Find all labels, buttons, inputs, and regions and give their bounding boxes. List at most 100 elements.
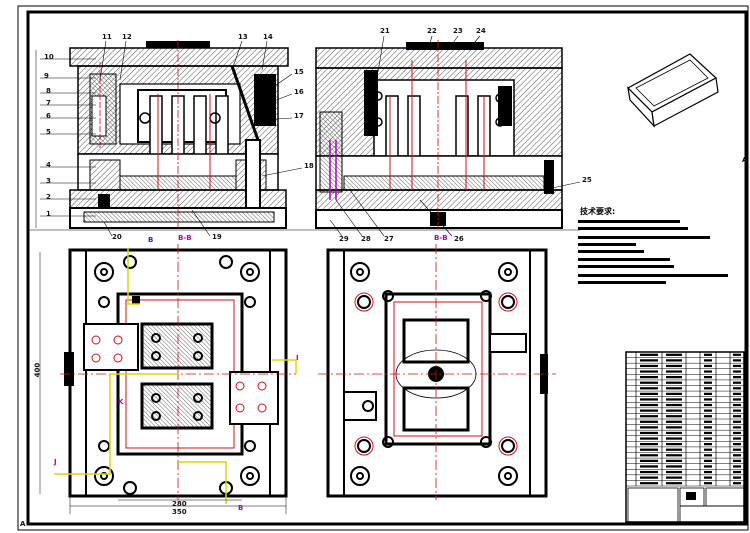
balloon-16: 16 xyxy=(294,88,304,96)
parts-list-cell-text xyxy=(640,476,658,479)
parts-list-cell-text xyxy=(640,364,658,368)
parts-list-cell-text xyxy=(666,370,682,373)
parts-list-cell-text xyxy=(640,376,658,379)
parts-list-cell-text xyxy=(666,454,682,457)
parts-list-cell-text xyxy=(640,482,658,485)
balloon-4: 4 xyxy=(46,161,51,169)
parts-list-cell-text xyxy=(704,381,712,384)
balloon-21: 21 xyxy=(380,27,390,35)
parts-list-cell-text xyxy=(704,387,712,390)
balloon-6: 6 xyxy=(46,112,51,120)
parts-list-cell-text xyxy=(704,392,712,395)
parts-list-cell-text xyxy=(666,403,682,407)
balloon-1: 1 xyxy=(46,210,51,218)
parts-list-cell-text xyxy=(704,459,712,462)
balloon-20: 20 xyxy=(112,233,122,241)
marker-i: I xyxy=(296,354,299,362)
parts-list-cell-text xyxy=(704,420,712,423)
parts-list-cell-text xyxy=(733,426,741,429)
parts-list-cell-text xyxy=(704,465,712,468)
balloon-23: 23 xyxy=(453,27,463,35)
inner-frame xyxy=(26,10,748,526)
balloon-8: 8 xyxy=(46,87,51,95)
parts-list-cell-text xyxy=(666,415,682,418)
parts-list-cell-text xyxy=(640,359,658,362)
title-block-cell xyxy=(627,487,679,523)
balloon-11: 11 xyxy=(102,33,112,41)
parts-list-cell-text xyxy=(733,376,741,379)
parts-list-cell-text xyxy=(666,398,682,401)
balloon-19: 19 xyxy=(212,233,222,241)
balloon-18: 18 xyxy=(304,162,314,170)
parts-list-cell-text xyxy=(640,443,658,446)
parts-list-cell-text xyxy=(640,448,658,451)
balloon-9: 9 xyxy=(44,72,49,80)
balloon-5: 5 xyxy=(46,128,51,136)
parts-list-cell-text xyxy=(733,454,741,457)
balloon-15: 15 xyxy=(294,68,304,76)
parts-list-cell-text xyxy=(704,398,712,401)
parts-list-cell-text xyxy=(640,470,658,474)
parts-list-cell-text xyxy=(733,415,741,418)
parts-list-cell-text xyxy=(733,392,741,395)
dim-total-width: 350 xyxy=(172,508,187,516)
balloon-28: 28 xyxy=(361,235,371,243)
parts-list-cell-text xyxy=(704,470,712,474)
title-block-mark xyxy=(686,492,696,500)
parts-list-cell-text xyxy=(704,376,712,379)
parts-list-cell-text xyxy=(666,426,682,429)
title-block-cell xyxy=(679,505,745,523)
tech-line xyxy=(578,227,688,230)
parts-list-cell-text xyxy=(640,426,658,429)
parts-list-cell-text xyxy=(733,359,741,362)
tech-line xyxy=(578,281,666,284)
parts-list-cell-text xyxy=(666,443,682,446)
parts-list-cell-text xyxy=(733,476,741,479)
parts-list-cell-text xyxy=(640,454,658,457)
balloon-26: 26 xyxy=(454,235,464,243)
tech-line xyxy=(578,220,680,223)
balloon-22: 22 xyxy=(427,27,437,35)
parts-list-cell-text xyxy=(733,443,741,446)
balloon-29: 29 xyxy=(339,235,349,243)
parts-list-table xyxy=(625,351,745,523)
parts-list-cell-text xyxy=(666,470,682,474)
parts-list-cell-text xyxy=(733,353,741,356)
parts-list-cell-text xyxy=(733,403,741,407)
parts-list-cell-text xyxy=(666,459,682,462)
parts-list-cell-text xyxy=(704,448,712,451)
parts-list-cell-text xyxy=(666,353,682,356)
balloon-27: 27 xyxy=(384,235,394,243)
parts-list-cell-text xyxy=(640,459,658,462)
parts-list-cell-text xyxy=(666,437,682,440)
parts-list-cell-text xyxy=(704,437,712,440)
parts-list-cell-text xyxy=(640,392,658,395)
parts-list-cell-text xyxy=(733,387,741,390)
parts-list-cell-text xyxy=(666,476,682,479)
parts-list-cell-text xyxy=(640,420,658,423)
parts-list-cell-text xyxy=(733,420,741,423)
parts-list-cell-text xyxy=(666,364,682,368)
tech-line xyxy=(578,265,674,268)
outer-frame xyxy=(17,5,749,531)
parts-list-cell-text xyxy=(704,482,712,485)
parts-list-cell-text xyxy=(640,403,658,407)
left-plan-view xyxy=(39,244,297,514)
parts-list-cell-text xyxy=(640,370,658,373)
parts-list-cell-text xyxy=(733,431,741,435)
tech-line xyxy=(578,250,644,253)
parts-list-cell-text xyxy=(666,392,682,395)
right-section-view xyxy=(315,35,581,237)
balloon-2: 2 xyxy=(46,193,51,201)
parts-list-cell-text xyxy=(666,387,682,390)
parts-list-cell-text xyxy=(733,437,741,440)
parts-list-cell-text xyxy=(666,448,682,451)
balloon-17: 17 xyxy=(294,112,304,120)
marker-j: J xyxy=(54,458,57,466)
parts-list-cell-text xyxy=(733,364,741,368)
parts-list-cell-text xyxy=(640,431,658,435)
marker-k: K xyxy=(118,398,124,406)
left-section-view xyxy=(35,40,303,237)
parts-list-cell-text xyxy=(640,398,658,401)
